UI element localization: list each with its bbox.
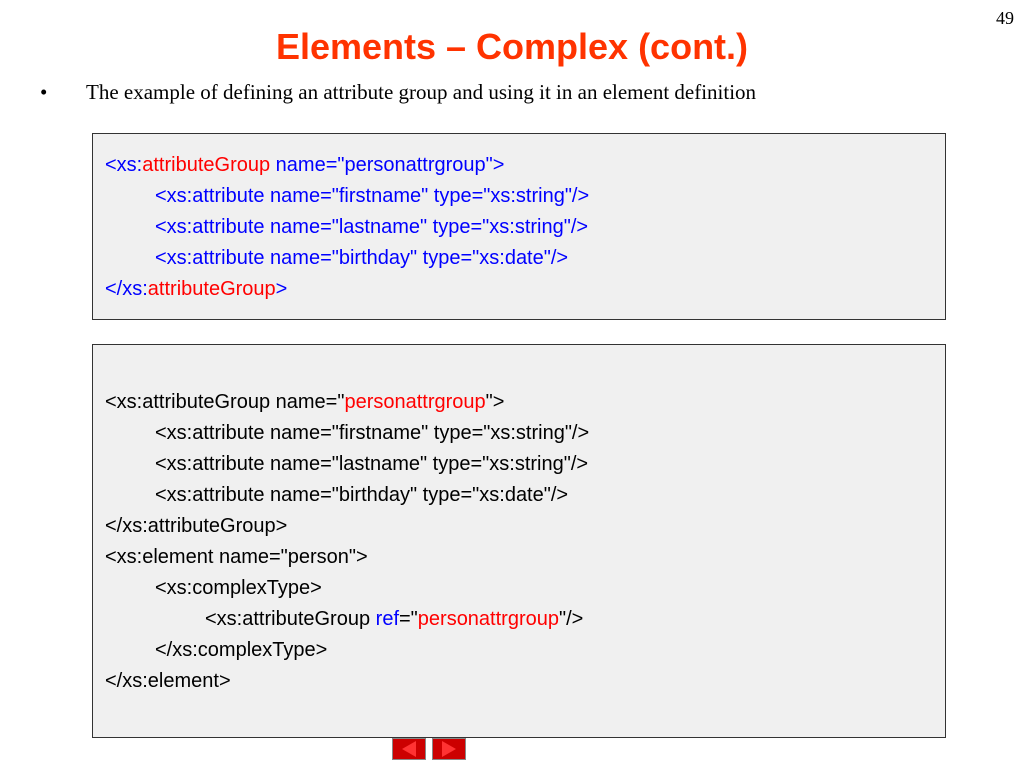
code-line: </xs:attributeGroup> [105,515,288,537]
page-number: 49 [996,8,1014,28]
triangle-right-icon [442,741,456,757]
code-line: <xs:attribute name="firstname" type="xs:… [155,185,590,207]
code-line: </xs:complexType> [155,639,328,661]
code-token: ref [375,608,399,630]
bullet-text: The example of defining an attribute gro… [86,80,757,104]
code-token: > [275,278,288,300]
previous-slide-button[interactable] [392,738,426,760]
next-slide-button[interactable] [432,738,466,760]
code-token: <xs: [105,154,143,176]
code-token: personattrgroup [344,391,486,413]
code-token: "/> [558,608,584,630]
code-line: <xs:attribute name="lastname" type="xs:s… [155,216,589,238]
code-box-attribute-group-definition: <xs:attributeGroup name="personattrgroup… [92,133,946,320]
code-token: <xs:attributeGroup name=" [105,391,345,413]
code-line: <xs:attributeGroup ref="personattrgroup"… [93,604,945,635]
slide-navigation [392,738,466,760]
code-token: name="personattrgroup"> [270,154,505,176]
bullet-icon: • [40,80,48,104]
code-token: personattrgroup [417,608,559,630]
code-token: <xs:attributeGroup [205,608,376,630]
slide-title: Elements – Complex (cont.) [275,26,749,67]
code-line: </xs:element> [105,670,231,692]
code-token: "> [485,391,505,413]
code-token: attributeGroup [147,278,276,300]
code-line: <xs:attribute name="firstname" type="xs:… [155,422,590,444]
code-line: <xs:element name="person"> [105,546,368,568]
code-line: <xs:attributeGroup name="personattrgroup… [93,387,945,418]
code-line: </xs:attributeGroup> [93,274,945,305]
code-token: =" [399,608,418,630]
code-line: <xs:attribute name="lastname" type="xs:s… [155,453,589,475]
triangle-left-icon [402,741,416,757]
code-line: <xs:attribute name="birthday" type="xs:d… [155,484,569,506]
code-line: <xs:attributeGroup name="personattrgroup… [93,150,945,181]
code-token: attributeGroup [142,154,271,176]
bullet-item: • The example of defining an attribute g… [40,80,1000,105]
code-line: <xs:complexType> [155,577,322,599]
code-token: </xs: [105,278,148,300]
code-line: <xs:attribute name="birthday" type="xs:d… [155,247,569,269]
code-box-attribute-group-usage: <xs:attributeGroup name="personattrgroup… [92,344,946,738]
